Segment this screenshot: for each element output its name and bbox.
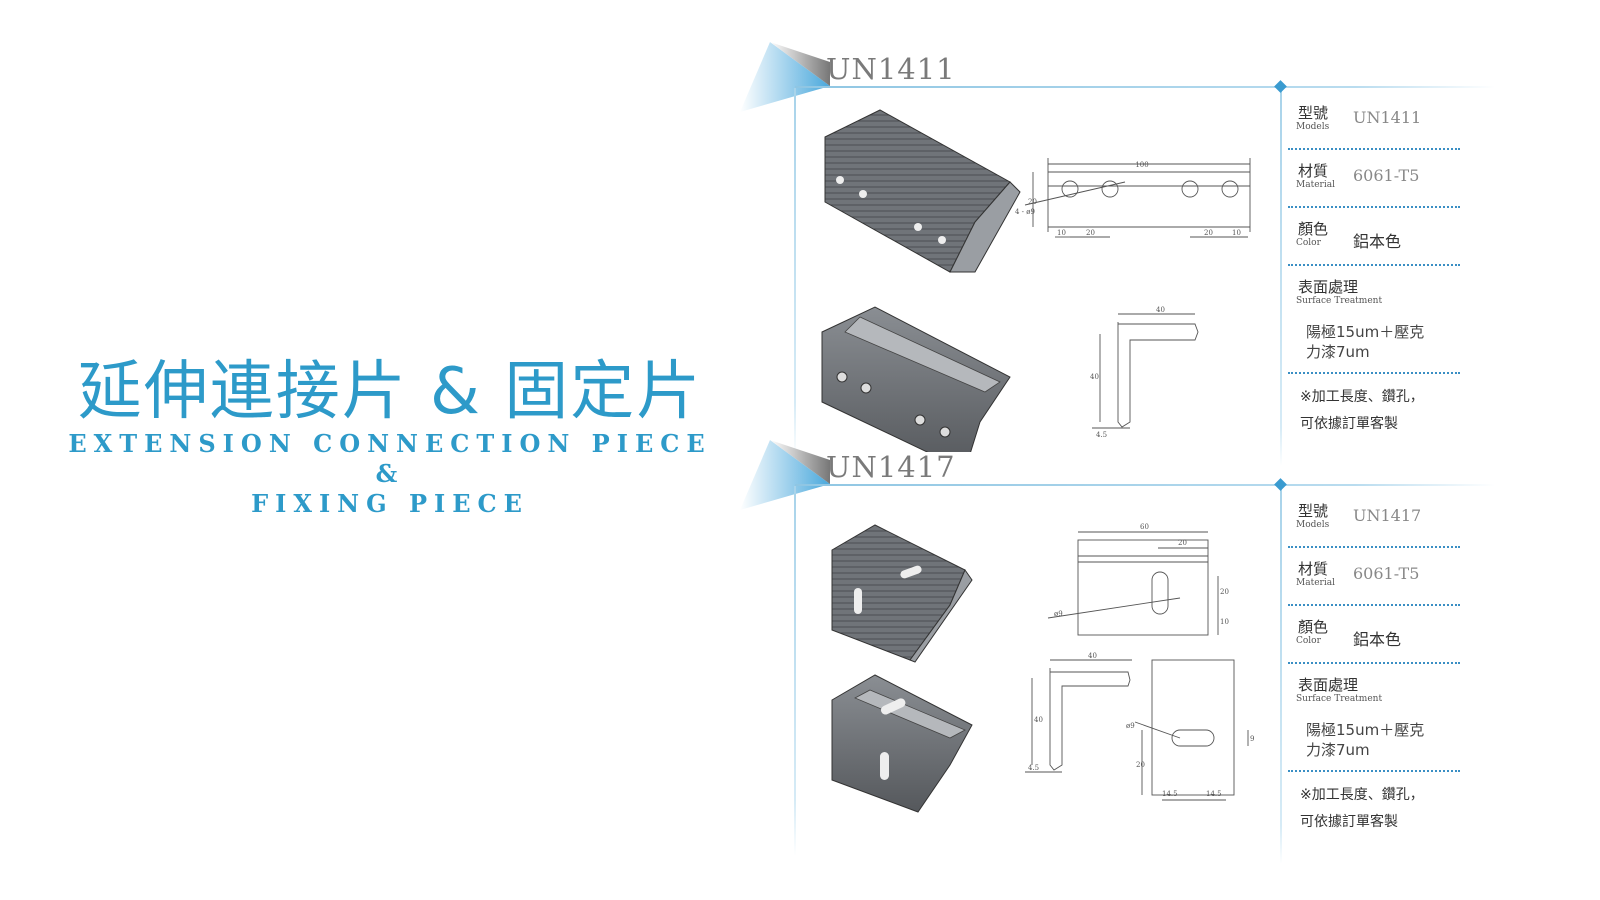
value-color: 鋁本色	[1353, 630, 1402, 649]
label-surface-en: Surface Treatment	[1296, 296, 1383, 306]
note-line1: ※加工長度、鑽孔，	[1300, 787, 1424, 803]
dim-10-right: 10	[1232, 229, 1241, 237]
left-rule	[794, 88, 796, 458]
product-un1411: UN1411	[740, 42, 1500, 466]
front-view-drawing	[1024, 158, 1251, 238]
label-surface-en: Surface Treatment	[1296, 694, 1383, 704]
model-tab-decoration	[740, 42, 830, 112]
side-profile-drawing	[1092, 313, 1199, 429]
dim-side-40-top: 40	[1088, 652, 1097, 660]
label-material-zh: 材質	[1298, 560, 1329, 578]
model-tab-decoration	[740, 440, 830, 510]
spec-material: 材質 Material 6061-T5	[1288, 150, 1460, 208]
surface-line1: 陽極15um＋壓克	[1306, 323, 1425, 341]
dim-hole: 4 - ø9	[1015, 208, 1035, 216]
surface-line2: 力漆7um	[1306, 343, 1370, 361]
note-text: ※加工長度、鑽孔， 可依據訂單客製	[1300, 384, 1424, 438]
dim-14-5-right: 14.5	[1206, 790, 1222, 798]
diamond-marker	[1274, 80, 1287, 93]
dim-length: 60	[1140, 523, 1149, 531]
left-rule	[794, 486, 796, 856]
bottom-view-drawing	[1134, 659, 1249, 801]
dim-14-5-left: 14.5	[1162, 790, 1178, 798]
label-surface-zh: 表面處理	[1298, 278, 1359, 296]
note-line2: 可依據訂單客製	[1300, 814, 1398, 830]
label-material-en: Material	[1296, 180, 1335, 190]
spec-note: ※加工長度、鑽孔， 可依據訂單客製	[1288, 374, 1460, 444]
dim-20-right: 20	[1204, 229, 1213, 237]
value-model: UN1417	[1353, 506, 1422, 525]
title-chinese: 延伸連接片 & 固定片	[77, 355, 703, 429]
surface-line2: 力漆7um	[1306, 741, 1370, 759]
part-render-bottom	[831, 674, 973, 813]
dim-h10: 10	[1220, 618, 1229, 626]
title-english-line2: FIXING PIECE	[251, 489, 529, 518]
dim-slot-height: 9	[1250, 735, 1254, 743]
spec-surface: 表面處理 Surface Treatment 陽極15um＋壓克 力漆7um	[1288, 266, 1460, 374]
label-material-en: Material	[1296, 578, 1335, 588]
dim-thickness: 4.5	[1028, 764, 1039, 772]
dim-slot-offset: 20	[1178, 539, 1187, 547]
header-rule	[795, 86, 1495, 88]
header-rule	[795, 484, 1495, 486]
spec-color: 顏色 Color 鋁本色	[1288, 208, 1460, 266]
title-block: 延伸連接片 & 固定片 EXTENSION CONNECTION PIECE &…	[60, 355, 720, 519]
label-color-en: Color	[1296, 636, 1321, 646]
spec-material: 材質 Material 6061-T5	[1288, 548, 1460, 606]
value-surface: 陽極15um＋壓克 力漆7um	[1306, 322, 1456, 362]
label-model-zh: 型號	[1298, 502, 1329, 520]
dim-length: 100	[1135, 161, 1148, 169]
spec-divider	[1280, 86, 1282, 466]
spec-surface: 表面處理 Surface Treatment 陽極15um＋壓克 力漆7um	[1288, 664, 1460, 772]
diamond-marker	[1274, 478, 1287, 491]
label-material-zh: 材質	[1298, 162, 1329, 180]
spec-divider	[1280, 484, 1282, 864]
dim-20-left: 20	[1086, 229, 1095, 237]
note-text: ※加工長度、鑽孔， 可依據訂單客製	[1300, 782, 1424, 836]
dim-height: 20	[1028, 198, 1037, 206]
part-render-bottom	[821, 306, 1011, 452]
spec-panel: 型號 Models UN1417 材質 Material 6061-T5 顏色 …	[1288, 490, 1460, 842]
label-model-en: Models	[1296, 122, 1330, 132]
spec-model: 型號 Models UN1411	[1288, 92, 1460, 150]
dim-10-left: 10	[1057, 229, 1066, 237]
label-model-zh: 型號	[1298, 104, 1329, 122]
label-surface-zh: 表面處理	[1298, 676, 1359, 694]
spec-note: ※加工長度、鑽孔， 可依據訂單客製	[1288, 772, 1460, 842]
label-color-zh: 顏色	[1298, 618, 1329, 636]
dim-side-40-left: 40	[1090, 373, 1099, 381]
dim-hole-bottom: ø9	[1126, 722, 1135, 730]
front-view-drawing	[1047, 531, 1219, 636]
dim-side-40-top: 40	[1156, 306, 1165, 314]
technical-drawing: 100 20 4 - ø9 10 20 20 10 40 40 4.5	[821, 109, 1251, 452]
dim-v20: 20	[1136, 761, 1145, 769]
label-model-en: Models	[1296, 520, 1330, 530]
spec-panel: 型號 Models UN1411 材質 Material 6061-T5 顏色 …	[1288, 92, 1460, 444]
title-english-amp: &	[375, 459, 405, 488]
label-color-en: Color	[1296, 238, 1321, 248]
part-render-top	[824, 109, 1021, 273]
dim-hole: ø9	[1054, 610, 1063, 618]
spec-model: 型號 Models UN1417	[1288, 490, 1460, 548]
product-un1417: UN1417	[740, 440, 1500, 864]
dim-h20: 20	[1220, 588, 1229, 596]
technical-drawing: 60 20 ø9 20 10 40 40 4.5 ø9 20 14.5 14.5…	[831, 523, 1254, 813]
spec-color: 顏色 Color 鋁本色	[1288, 606, 1460, 664]
title-english-line1: EXTENSION CONNECTION PIECE	[68, 429, 712, 458]
value-material: 6061-T5	[1353, 166, 1420, 185]
value-surface: 陽極15um＋壓克 力漆7um	[1306, 720, 1456, 760]
note-line2: 可依據訂單客製	[1300, 416, 1398, 432]
note-line1: ※加工長度、鑽孔，	[1300, 389, 1424, 405]
value-color: 鋁本色	[1353, 232, 1402, 251]
part-render-top	[831, 524, 973, 663]
surface-line1: 陽極15um＋壓克	[1306, 721, 1425, 739]
label-color-zh: 顏色	[1298, 220, 1329, 238]
dim-side-40-left: 40	[1034, 716, 1043, 724]
dim-thickness: 4.5	[1096, 431, 1107, 439]
value-model: UN1411	[1353, 108, 1422, 127]
model-heading: UN1417	[826, 450, 956, 484]
model-heading: UN1411	[826, 52, 956, 86]
side-profile-drawing	[1025, 659, 1132, 773]
value-material: 6061-T5	[1353, 564, 1420, 583]
